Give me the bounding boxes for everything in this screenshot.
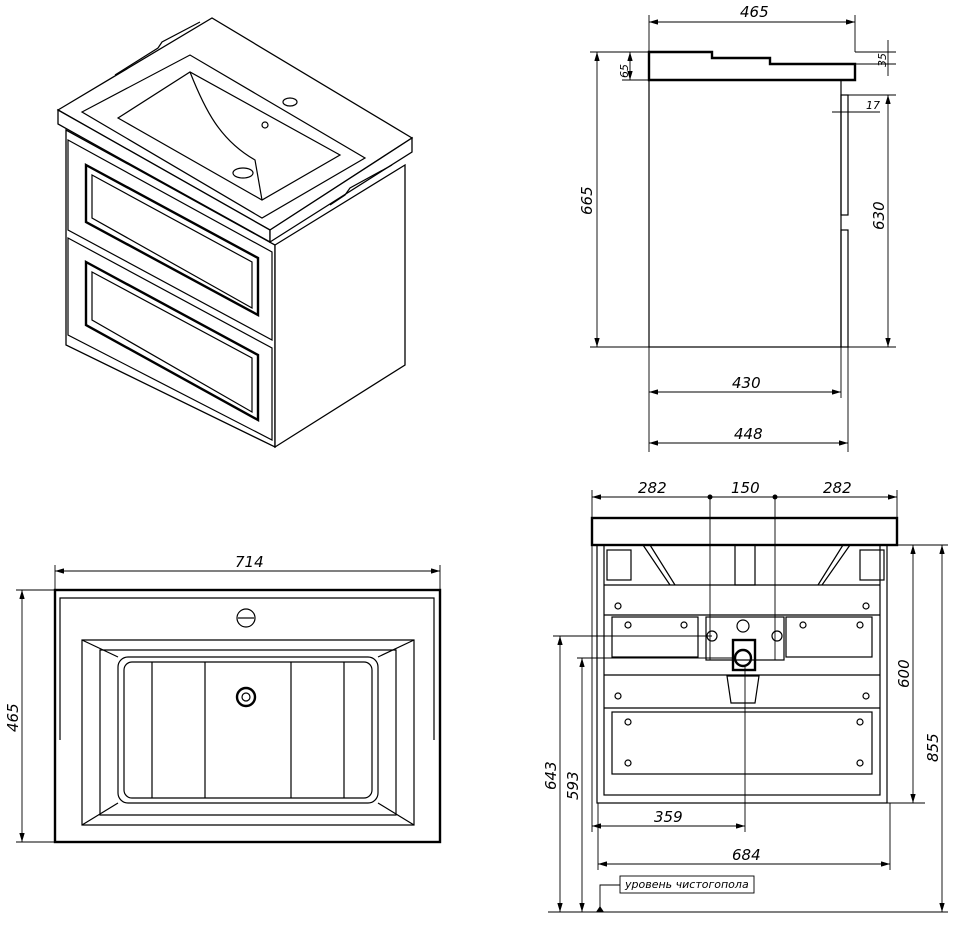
siphon-icon	[726, 619, 760, 704]
top-view: 714 465	[4, 553, 442, 844]
side-facade-lower	[840, 229, 849, 348]
basin-bowl	[117, 656, 379, 804]
sink-side-edge	[269, 136, 413, 244]
side-facade-upper	[840, 94, 849, 216]
dim-593: 593	[564, 771, 582, 800]
front-body	[596, 544, 888, 804]
lower-drawer	[67, 236, 273, 441]
drain-icon	[232, 167, 254, 179]
basin-rim	[80, 54, 367, 219]
dim-855: 855	[924, 733, 942, 762]
dim-465-top: 465	[4, 703, 22, 732]
dim-282-left: 282	[638, 479, 667, 497]
upper-drawer-box-right	[785, 616, 873, 658]
upper-drawer-box-left	[611, 616, 699, 658]
drain-icon	[235, 686, 257, 708]
lower-drawer-panel	[84, 259, 260, 423]
dim-359: 359	[654, 808, 683, 826]
upper-drawer-panel	[84, 162, 260, 318]
basin-outer	[81, 639, 415, 826]
dim-643: 643	[542, 761, 560, 790]
floor-label-box	[619, 875, 755, 894]
side-body	[648, 79, 842, 348]
side-view: 465 665 65 35 17 630 430 448	[578, 3, 896, 452]
dim-35: 35	[876, 53, 889, 67]
upper-drawer	[67, 138, 273, 342]
dim-714: 714	[235, 553, 264, 571]
dim-665: 665	[578, 186, 596, 215]
lower-drawer-box	[611, 711, 873, 775]
cabinet-side-face	[274, 163, 406, 449]
floor-level-label: уровень чистогопола	[624, 878, 749, 891]
dim-17: 17	[866, 99, 880, 112]
front-top-slab	[590, 516, 899, 547]
dim-448: 448	[734, 425, 763, 443]
top-view-outline	[53, 588, 442, 844]
dim-430: 430	[732, 374, 761, 392]
side-top-slab	[647, 50, 857, 82]
tap-hole-icon	[236, 608, 256, 628]
front-view: 282 150 282 600 855 643 593 359 684 уров…	[542, 479, 948, 913]
hinge-left	[606, 549, 632, 581]
dim-282-right: 282	[823, 479, 852, 497]
hinge-right	[859, 549, 885, 581]
basin-inner	[116, 71, 342, 201]
isometric-view	[56, 17, 414, 449]
dim-465-side: 465	[740, 3, 769, 21]
tap-hole-icon	[282, 97, 298, 107]
dim-630: 630	[870, 201, 888, 230]
dim-600: 600	[895, 659, 913, 688]
dim-150: 150	[731, 479, 760, 497]
dim-65: 65	[618, 64, 631, 78]
dim-684: 684	[732, 846, 761, 864]
water-pipe-right-icon	[771, 630, 783, 642]
